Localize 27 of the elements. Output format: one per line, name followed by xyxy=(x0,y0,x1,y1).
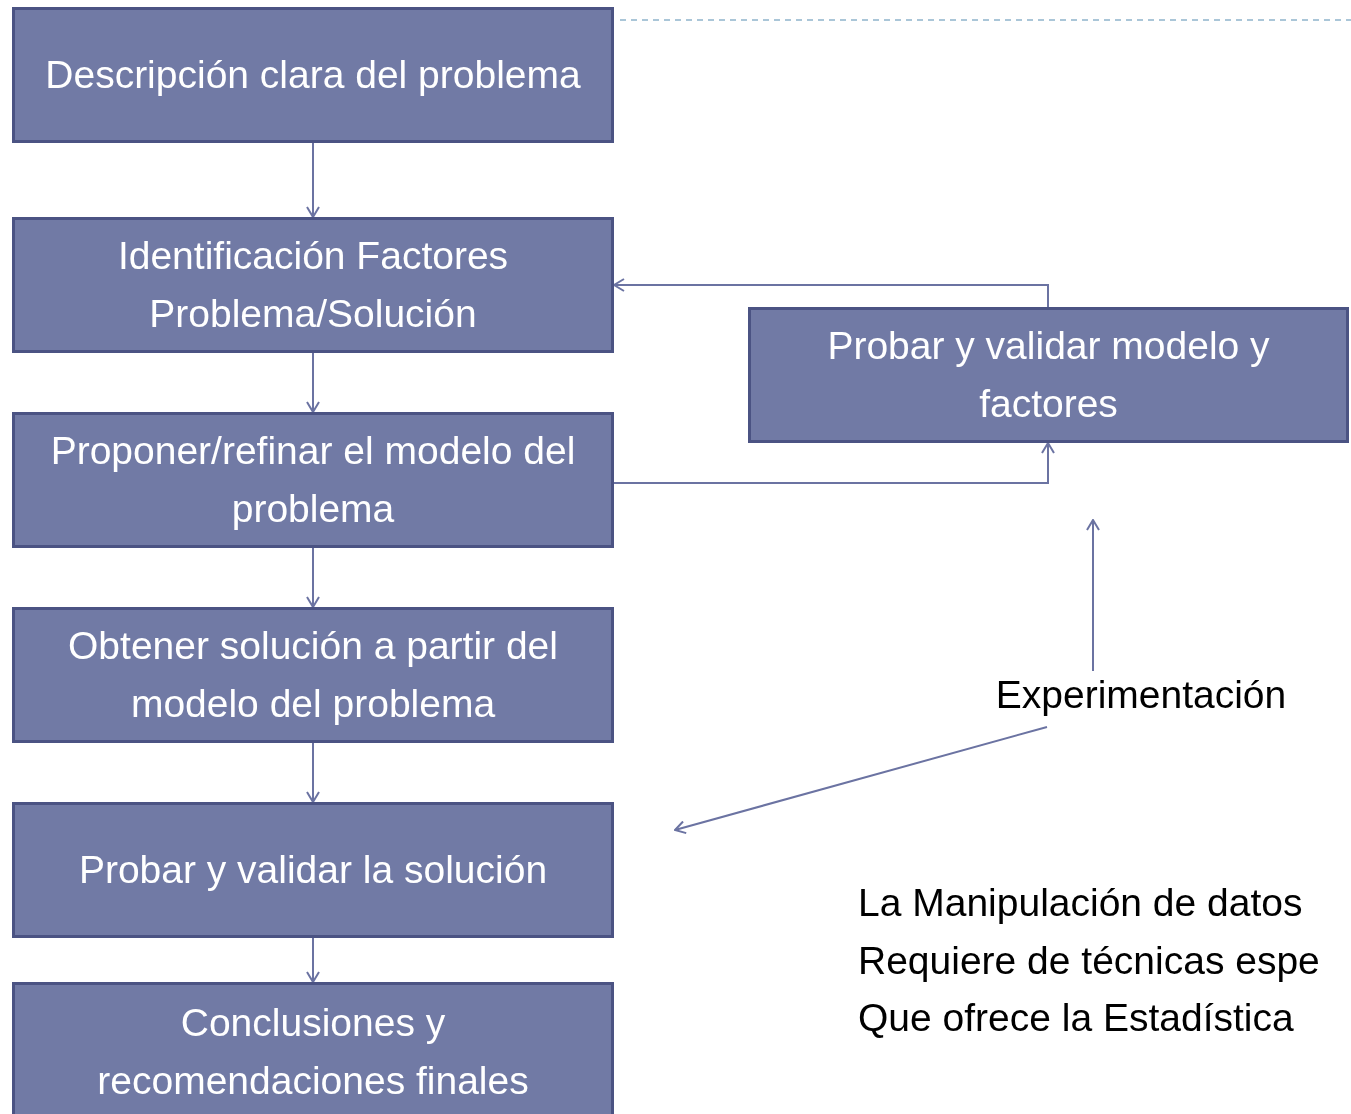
process-box xyxy=(12,7,614,143)
box-text: Proponer/refinar el modelo del problema xyxy=(49,428,577,532)
box-text: Probar y validar la solución xyxy=(78,847,548,893)
process-box xyxy=(12,217,614,353)
note-text: Requiere de técnicas espe xyxy=(858,938,1320,984)
box-text: Descripción clara del problema xyxy=(45,52,581,98)
arrow xyxy=(613,442,1055,484)
process-box xyxy=(12,982,614,1114)
process-box xyxy=(12,802,614,938)
box-text: Probar y validar modelo y factores xyxy=(826,323,1271,427)
box-text: Obtener solución a partir del modelo del problema xyxy=(67,623,559,727)
arrow xyxy=(306,937,320,983)
process-box xyxy=(12,412,614,548)
note-text: Que ofrece la Estadística xyxy=(858,995,1294,1041)
box-text: Identificación Factores Problema/Solución xyxy=(116,233,510,337)
arrow xyxy=(306,547,320,608)
arrow xyxy=(306,352,320,413)
arrow xyxy=(613,278,1049,308)
arrow xyxy=(674,726,1048,835)
arrow xyxy=(306,742,320,803)
arrow xyxy=(306,142,320,218)
text-label: Experimentación xyxy=(995,672,1287,718)
box-text: Conclusiones y recomendaciones finales xyxy=(96,1000,530,1104)
process-box xyxy=(748,307,1349,443)
process-box xyxy=(12,607,614,743)
arrow xyxy=(1086,519,1100,672)
note-text: La Manipulación de datos xyxy=(858,880,1303,926)
